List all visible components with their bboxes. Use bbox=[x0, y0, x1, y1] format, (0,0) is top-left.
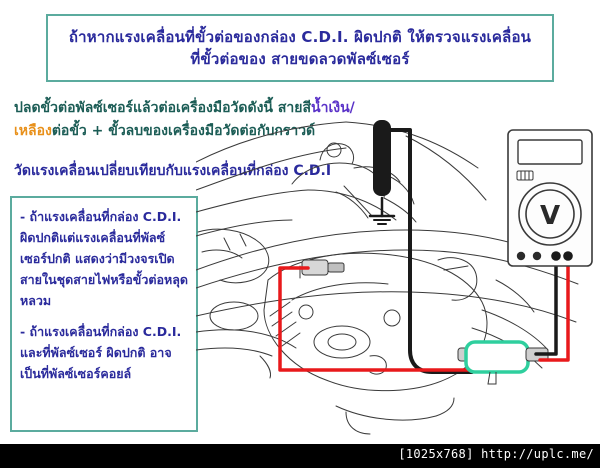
title-line-1: ถ้าหากแรงเคลื่อนที่ขั้วต่อของกล่อง C.D.I… bbox=[68, 27, 532, 46]
ground-symbol bbox=[368, 196, 396, 225]
instruction-line-3: วัดแรงเคลื่อนเปลี่ยบเทียบกับแรงเคลื่อนที… bbox=[14, 163, 332, 179]
black-probe-lead bbox=[389, 128, 474, 374]
meter-jack-1 bbox=[516, 251, 526, 261]
note-box: - ถ้าแรงเคลื่อนที่กล่อง C.D.I. ผิดปกติแต… bbox=[10, 196, 198, 432]
note-p1-line-5: หลวม bbox=[20, 293, 52, 308]
note-p1-line-2: ผิดปกติแต่แรงเคลื่อนที่พัลซ์ bbox=[20, 230, 166, 245]
meter-dial-inner bbox=[525, 189, 575, 239]
note-p1-line-1: - ถ้าแรงเคลื่อนที่กล่อง C.D.I. bbox=[20, 209, 182, 224]
red-probe-lead bbox=[278, 266, 474, 372]
meter-black-lead bbox=[534, 262, 558, 356]
note-paragraph-spacer bbox=[20, 311, 190, 321]
black-probe-body bbox=[373, 120, 391, 196]
wire-color-blue-yellow: น้ำเงิน/ bbox=[311, 100, 355, 116]
meter-dial-outer bbox=[518, 182, 582, 246]
watermark-bar: [1025x768] http://uplc.me/ bbox=[0, 444, 600, 468]
note-p2-line-1: - ถ้าแรงเคลื่อนที่กล่อง C.D.I. bbox=[20, 324, 182, 339]
meter-jack-com bbox=[551, 251, 561, 261]
instruction-line-2: เหลืองต่อขั้ว + ขั้วลบของเครื่องมือวัดต่… bbox=[14, 120, 315, 142]
note-p2-line-3: เป็นที่พัลซ์เซอร์คอยล์ bbox=[20, 366, 132, 381]
instruction-line-1-part-a: ปลดขั้วต่อพัลซ์เซอร์แล้วต่อเครื่องมือวัด… bbox=[14, 100, 312, 116]
meter-jack-volt bbox=[563, 251, 573, 261]
note-p1-line-3: เซอร์ปกติ แสดงว่ามีวงจรเปิด bbox=[20, 251, 175, 266]
title-box: ถ้าหากแรงเคลื่อนที่ขั้วต่อของกล่อง C.D.I… bbox=[46, 14, 554, 82]
pulser-connector bbox=[301, 259, 345, 276]
meter-volt-symbol: V bbox=[540, 201, 560, 231]
instruction-line-1: ปลดขั้วต่อพัลซ์เซอร์แล้วต่อเครื่องมือวัด… bbox=[14, 97, 355, 119]
instruction-line-2-part-b: ต่อขั้ว + ขั้วลบของเครื่องมือวัดต่อกับกร… bbox=[51, 123, 316, 139]
watermark-text: [1025x768] http://uplc.me/ bbox=[398, 447, 594, 461]
note-p2-line-2: และที่พัลซ์เซอร์ ผิดปกติ อาจ bbox=[20, 345, 172, 360]
meter-red-lead bbox=[538, 262, 570, 362]
multimeter: V bbox=[507, 129, 593, 267]
note-p1-line-4: สายในชุดสายไฟหรือขั้วต่อหลุด bbox=[20, 272, 188, 287]
cdi-box bbox=[457, 340, 549, 385]
motorcycle-wiring-diagram: V bbox=[196, 120, 600, 450]
meter-display bbox=[517, 139, 583, 165]
title-line-2: ที่ขั้วต่อของ สายขดลวดพัลซ์เซอร์ bbox=[190, 50, 410, 68]
wire-color-yellow: เหลือง bbox=[14, 123, 52, 139]
meter-jack-2 bbox=[532, 251, 542, 261]
